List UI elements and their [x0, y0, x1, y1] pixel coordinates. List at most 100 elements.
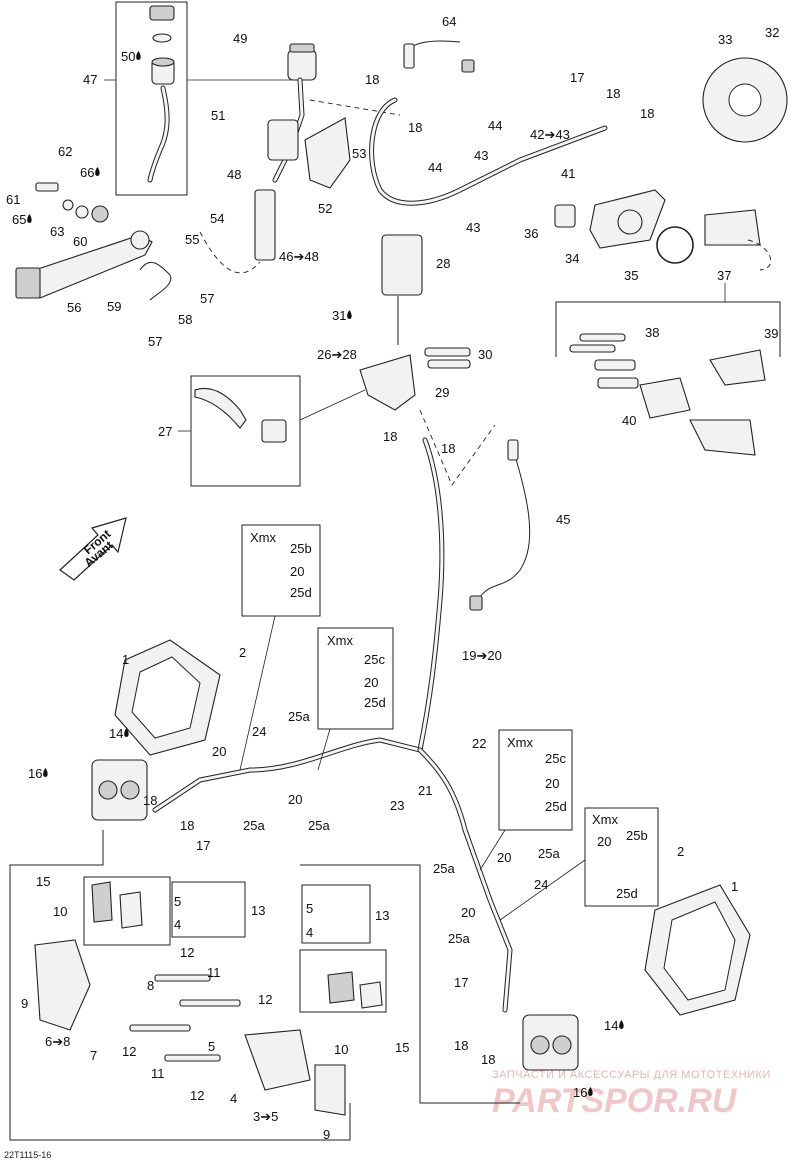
- front-master-cylinder: [359, 234, 471, 411]
- callout-9b: 9: [323, 1127, 330, 1142]
- callout-51: 51: [211, 108, 225, 123]
- front-brake-hose: [152, 437, 513, 1013]
- callout-5a: 5: [174, 894, 181, 909]
- callout-52: 52: [318, 201, 332, 216]
- callout-25ac: 25a: [308, 818, 330, 833]
- callout-18c: 18: [606, 86, 620, 101]
- callout-45: 45: [556, 512, 570, 527]
- caliper-kit-outline-left: [9, 830, 351, 1141]
- callout-18a: 18: [365, 72, 379, 87]
- callout-4c: 4: [230, 1091, 237, 1106]
- callout-15a: 15: [36, 874, 50, 889]
- callout-55: 55: [185, 232, 199, 247]
- xmx-3-label-b: 20: [545, 776, 559, 791]
- callout-6: 6➔8: [45, 1034, 70, 1049]
- callout-10a: 10: [53, 904, 67, 919]
- callout-8: 8: [147, 978, 154, 993]
- callout-18f: 18: [441, 441, 455, 456]
- callout-18g: 18: [143, 793, 157, 808]
- brake-pads: [91, 881, 383, 1009]
- callout-4b: 4: [306, 925, 313, 940]
- callout-27: 27: [158, 424, 172, 439]
- front-right-disc: [644, 884, 751, 1016]
- callout-36: 36: [524, 226, 538, 241]
- callout-2a: 2: [239, 645, 246, 660]
- callout-26: 26➔28: [317, 347, 357, 362]
- callout-13a: 13: [251, 903, 265, 918]
- callout-65: 65: [12, 212, 26, 227]
- speed-sensor-wire: [469, 439, 531, 611]
- xmx-2-label-c: 25d: [364, 695, 386, 710]
- pin-kit-box-1: [171, 881, 246, 938]
- xmx-3-title: Xmx: [507, 735, 534, 750]
- callout-57a: 57: [200, 291, 214, 306]
- callout-58: 58: [178, 312, 192, 327]
- oil-drop-icon: [136, 51, 141, 60]
- callout-57b: 57: [148, 334, 162, 349]
- callout-29: 29: [435, 385, 449, 400]
- watermark-line2: PARTSPOR.RU: [492, 1082, 738, 1120]
- front-left-caliper: [91, 759, 148, 821]
- xmx-2-label-a: 25c: [364, 652, 385, 667]
- callout-32: 32: [765, 25, 779, 40]
- callout-31: 31: [332, 308, 346, 323]
- caliper-body-exploded: [34, 939, 346, 1116]
- callout-60: 60: [73, 234, 87, 249]
- xmx-1-label-c: 25d: [290, 585, 312, 600]
- callout-18e: 18: [383, 429, 397, 444]
- callout-12d: 12: [190, 1088, 204, 1103]
- callout-41: 41: [561, 166, 575, 181]
- callout-43b: 43: [466, 220, 480, 235]
- callout-64: 64: [442, 14, 456, 29]
- xmx-4-label-c: 25d: [616, 886, 638, 901]
- callout-12c: 12: [122, 1044, 136, 1059]
- front-right-caliper: [522, 1014, 579, 1071]
- xmx-box-3: [498, 729, 573, 831]
- oil-drop-icon: [588, 1087, 593, 1096]
- callout-7: 7: [90, 1048, 97, 1063]
- xmx-2-title: Xmx: [327, 633, 354, 648]
- callout-11b: 11: [151, 1066, 165, 1081]
- callout-19: 19➔20: [462, 648, 502, 663]
- caliper-kit-bracket: [555, 301, 781, 357]
- watermark-line1: ЗАПЧАСТИ И АКСЕССУАРЫ ДЛЯ МОТОТЕХНИКИ: [492, 1069, 771, 1081]
- xmx-3-label-c: 25d: [545, 799, 567, 814]
- xmx-1-title: Xmx: [250, 530, 277, 545]
- callout-17c: 17: [454, 975, 468, 990]
- callout-42: 42➔43: [530, 127, 570, 142]
- callout-12a: 12: [180, 945, 194, 960]
- callout-1b: 1: [731, 879, 738, 894]
- callout-56: 56: [67, 300, 81, 315]
- callout-2b: 2: [677, 844, 684, 859]
- callout-20c: 20: [497, 850, 511, 865]
- xmx-4-title: Xmx: [592, 812, 619, 827]
- callout-17b: 17: [196, 838, 210, 853]
- caliper-kit: [569, 333, 766, 456]
- callout-21: 21: [418, 783, 432, 798]
- heat-shield: [304, 117, 351, 189]
- brake-light-switch: [403, 40, 475, 73]
- pad-kit-box-1: [83, 876, 171, 946]
- xmx-2-label-b: 20: [364, 675, 378, 690]
- callout-4a: 4: [174, 917, 181, 932]
- front-direction-arrow: Front Avant: [59, 517, 127, 581]
- caliper-kit-outline-right: [300, 864, 520, 1104]
- rear-brake-disc: [702, 57, 788, 143]
- callout-20d: 20: [461, 905, 475, 920]
- callout-3: 3➔5: [253, 1109, 278, 1124]
- xmx-4-label-b: 25b: [626, 828, 648, 843]
- callout-50: 50: [121, 49, 135, 64]
- callout-44a: 44: [488, 118, 502, 133]
- xmx-4-label-a: 20: [597, 834, 611, 849]
- pin-kit-box-2: [301, 884, 371, 944]
- callout-18b: 18: [408, 120, 422, 135]
- callout-18d: 18: [640, 106, 654, 121]
- callout-23: 23: [390, 798, 404, 813]
- callout-49: 49: [233, 31, 247, 46]
- callout-11a: 11: [207, 965, 221, 980]
- front-left-disc: [114, 639, 221, 756]
- callout-20b: 20: [288, 792, 302, 807]
- callout-34: 34: [565, 251, 579, 266]
- xmx-box-2: [317, 627, 394, 730]
- reservoir-part: [147, 5, 175, 183]
